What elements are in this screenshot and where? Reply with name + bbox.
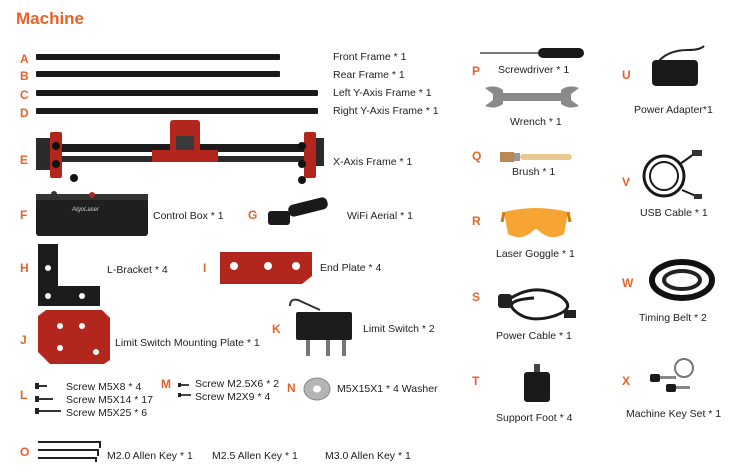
- label-brush: Brush * 1: [512, 166, 556, 178]
- left-y-axis-frame-image: [36, 90, 318, 96]
- label-timing-belt: Timing Belt * 2: [639, 312, 707, 324]
- page-title: Machine: [16, 9, 85, 28]
- label-control-box: Control Box * 1: [153, 210, 224, 222]
- label-allen-key-m2-0: M2.0 Allen Key * 1: [107, 450, 193, 462]
- label-screw-m2x9: Screw M2X9 * 4: [195, 391, 271, 403]
- label-washer: M5X15X1 * 4 Washer: [337, 383, 438, 395]
- letter-c: C: [20, 88, 29, 102]
- letter-t: T: [472, 374, 480, 388]
- label-machine-key-set: Machine Key Set * 1: [626, 408, 722, 420]
- screwdriver-image: [480, 48, 584, 58]
- label-x-axis-frame: X-Axis Frame * 1: [333, 156, 413, 168]
- letter-d: D: [20, 106, 29, 120]
- washer-image: [303, 377, 331, 401]
- l-bracket-image: [38, 244, 100, 306]
- support-foot-image: [524, 364, 550, 402]
- wifi-aerial-image: [268, 197, 328, 225]
- label-screw-m5x14: Screw M5X14 * 17: [66, 394, 153, 406]
- letter-f: F: [20, 208, 28, 222]
- control-box-logo: AlgoLaser: [72, 207, 100, 213]
- label-limit-switch-mounting-plate: Limit Switch Mounting Plate * 1: [115, 337, 260, 349]
- letter-i: I: [203, 261, 207, 275]
- letter-j: J: [20, 333, 27, 347]
- letter-o: O: [20, 445, 30, 459]
- power-cable-image: [498, 288, 576, 321]
- rear-frame-image: [36, 71, 280, 77]
- label-power-cable: Power Cable * 1: [496, 330, 572, 342]
- label-power-adapter: Power Adapter*1: [634, 104, 713, 116]
- letter-e: E: [20, 153, 29, 167]
- label-screw-m5x8: Screw M5X8 * 4: [66, 381, 142, 393]
- letter-l: L: [20, 388, 28, 402]
- letter-x: X: [622, 374, 631, 388]
- label-right-y-axis-frame: Right Y-Axis Frame * 1: [333, 105, 439, 117]
- label-l-bracket: L-Bracket * 4: [107, 264, 168, 276]
- x-axis-frame-image: [36, 120, 324, 184]
- label-laser-goggle: Laser Goggle * 1: [496, 248, 575, 260]
- laser-goggle-image: [500, 208, 572, 238]
- usb-cable-image: [642, 150, 702, 199]
- letter-u: U: [622, 68, 631, 82]
- letter-h: H: [20, 261, 29, 275]
- brush-image: [500, 152, 572, 162]
- end-plate-image: [220, 252, 312, 284]
- letter-q: Q: [472, 149, 482, 163]
- screws-m2-image: [178, 383, 191, 397]
- label-screw-m2-5x6: Screw M2.5X6 * 2: [195, 378, 280, 390]
- screws-m5-image: [35, 383, 61, 414]
- front-frame-image: [36, 54, 280, 60]
- limit-switch-mounting-plate-image: [38, 310, 110, 364]
- control-box-image: [36, 191, 148, 236]
- label-screwdriver: Screwdriver * 1: [498, 64, 570, 76]
- limit-switch-image: [289, 298, 352, 356]
- letter-a: A: [20, 52, 29, 66]
- label-rear-frame: Rear Frame * 1: [333, 69, 405, 81]
- label-support-foot: Support Foot * 4: [496, 412, 573, 424]
- label-limit-switch: Limit Switch * 2: [363, 323, 435, 335]
- letter-p: P: [472, 64, 481, 78]
- letter-r: R: [472, 214, 481, 228]
- allen-keys-image: [38, 441, 101, 462]
- label-allen-key-m2-5: M2.5 Allen Key * 1: [212, 450, 298, 462]
- letter-g: G: [248, 208, 258, 222]
- label-left-y-axis-frame: Left Y-Axis Frame * 1: [333, 87, 432, 99]
- machine-key-set-image: [650, 358, 694, 392]
- label-wifi-aerial: WiFi Aerial * 1: [347, 210, 413, 222]
- letter-s: S: [472, 290, 481, 304]
- letter-b: B: [20, 69, 29, 83]
- letter-k: K: [272, 322, 281, 336]
- letter-n: N: [287, 381, 296, 395]
- right-y-axis-frame-image: [36, 108, 318, 114]
- label-end-plate: End Plate * 4: [320, 262, 382, 274]
- letter-m: M: [161, 377, 171, 391]
- letter-v: V: [622, 175, 631, 189]
- letter-w: W: [622, 276, 634, 290]
- wrench-image: [485, 86, 579, 108]
- label-usb-cable: USB Cable * 1: [640, 207, 708, 219]
- label-front-frame: Front Frame * 1: [333, 51, 407, 63]
- power-adapter-image: [652, 45, 705, 86]
- label-allen-key-m3-0: M3.0 Allen Key * 1: [325, 450, 411, 462]
- timing-belt-image: [649, 259, 715, 301]
- label-wrench: Wrench * 1: [510, 116, 562, 128]
- label-screw-m5x25: Screw M5X25 * 6: [66, 407, 148, 419]
